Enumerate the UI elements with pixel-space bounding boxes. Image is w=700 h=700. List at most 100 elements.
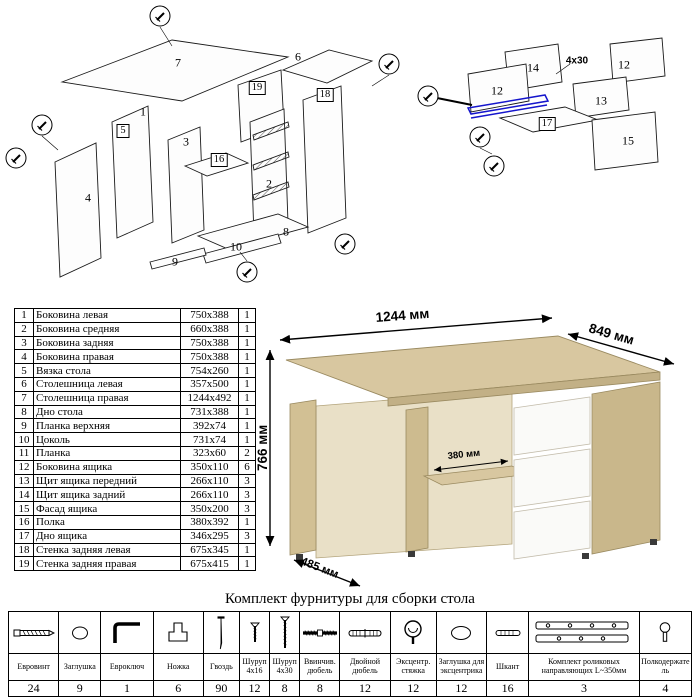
part-name: Дно ящика <box>33 528 181 544</box>
part-number: 9 <box>14 418 34 434</box>
strip-9 <box>149 247 207 270</box>
desk-render-svg: 1244 мм 849 мм 766 мм 380 мм 485 мм <box>256 306 675 587</box>
part-qty: 1 <box>238 514 256 530</box>
dim-depth-label: 849 мм <box>587 320 636 347</box>
part-size: 380x392 <box>180 514 239 530</box>
part-name: Столешница левая <box>33 376 181 392</box>
kit-item-name: Ввинчив. дюбель <box>299 653 341 681</box>
part-qty: 1 <box>238 321 256 337</box>
desk-foot <box>650 539 657 545</box>
dim-height-label: 766 мм <box>256 425 270 471</box>
desk-foot <box>296 554 303 560</box>
panel-back-18 <box>302 85 347 234</box>
kit-item-qty: 12 <box>238 680 271 697</box>
part-qty: 1 <box>238 390 256 406</box>
desk-top-edge <box>387 371 661 407</box>
part-size: 731x74 <box>180 432 239 447</box>
part-size: 675x415 <box>180 556 239 572</box>
roller-guide-highlight <box>466 94 550 115</box>
bottom-8 <box>196 213 310 250</box>
part-qty: 1 <box>238 542 256 558</box>
part-name: Дно стола <box>33 404 181 420</box>
part-number: 12 <box>14 459 34 475</box>
kit-item-name: Комплект роликовых направляющих L~350мм <box>528 653 640 681</box>
part-number: 19 <box>14 556 34 572</box>
part-name: Боковина правая <box>33 349 181 365</box>
slide-rail <box>252 151 290 171</box>
part-size: 754x260 <box>180 363 239 378</box>
dim-arrow-base <box>293 559 361 587</box>
kit-item-name: Шуруп 4x16 <box>238 653 271 681</box>
cam-cap-icon <box>435 611 488 654</box>
kit-icon-row <box>7 611 693 654</box>
part-name: Боковина задняя <box>33 335 181 351</box>
part-number: 10 <box>14 432 34 447</box>
desk-drawer-2 <box>513 448 591 508</box>
kit-item-qty: 9 <box>58 680 102 697</box>
part-qty: 2 <box>238 445 256 461</box>
kit-item-name: Заглушка <box>58 653 102 681</box>
drawer-side-12r <box>609 37 666 84</box>
part-name: Стенка задняя левая <box>33 542 181 558</box>
foot-icon <box>152 611 204 654</box>
kit-item-name: Евровинт <box>7 653 60 681</box>
drawer-side-12l <box>467 63 530 113</box>
wood-dowel-icon <box>486 611 530 654</box>
screw-long-icon <box>269 611 301 654</box>
dowel-screw-icon <box>299 611 341 654</box>
part-number: 7 <box>14 390 34 406</box>
part-size: 750x388 <box>180 308 239 323</box>
kit-item-qty: 8 <box>269 680 301 697</box>
dim-width-label: 1244 мм <box>375 306 430 325</box>
desk-drawer-3 <box>513 500 591 560</box>
exploded-views-svg <box>41 26 666 278</box>
slide-rail <box>252 181 290 201</box>
part-number: 13 <box>14 473 34 489</box>
panel-side-4 <box>54 142 102 278</box>
part-qty: 1 <box>238 335 256 351</box>
part-number: 2 <box>14 321 34 337</box>
part-name: Щит ящика передний <box>33 473 181 489</box>
part-size: 266x110 <box>180 473 239 489</box>
desk-drawer-1 <box>513 396 591 456</box>
drawer-facade-15 <box>591 111 659 171</box>
dim-shelf-label: 380 мм <box>447 448 481 462</box>
part-number: 15 <box>14 501 34 516</box>
desk-foot <box>582 553 589 559</box>
part-name: Щит ящика задний <box>33 487 181 503</box>
hardware-kit-title: Комплект фурнитуры для сборки стола <box>225 591 475 607</box>
part-name: Боковина левая <box>33 308 181 323</box>
desk-top <box>285 335 661 399</box>
panel-side-1 <box>111 105 154 239</box>
part-qty: 3 <box>238 528 256 544</box>
part-number: 11 <box>14 445 34 461</box>
part-name: Фасад ящика <box>33 501 181 516</box>
dim-arrow-width <box>279 314 553 344</box>
kit-item-name: Шуруп 4x30 <box>269 653 301 681</box>
desk-divider <box>405 406 429 553</box>
slide-rail <box>252 121 290 141</box>
kit-item-qty: 24 <box>7 680 60 697</box>
part-size: 346x295 <box>180 528 239 544</box>
part-name: Планка <box>33 445 181 461</box>
euro-screw-icon <box>7 611 60 654</box>
kit-item-name: Ножка <box>152 653 204 681</box>
part-qty: 1 <box>238 349 256 365</box>
part-number: 4 <box>14 349 34 365</box>
part-size: 357x500 <box>180 376 239 392</box>
part-qty: 1 <box>238 376 256 392</box>
part-number: 18 <box>14 542 34 558</box>
confirmat-shaft <box>436 97 473 106</box>
hex-key-icon <box>100 611 154 654</box>
